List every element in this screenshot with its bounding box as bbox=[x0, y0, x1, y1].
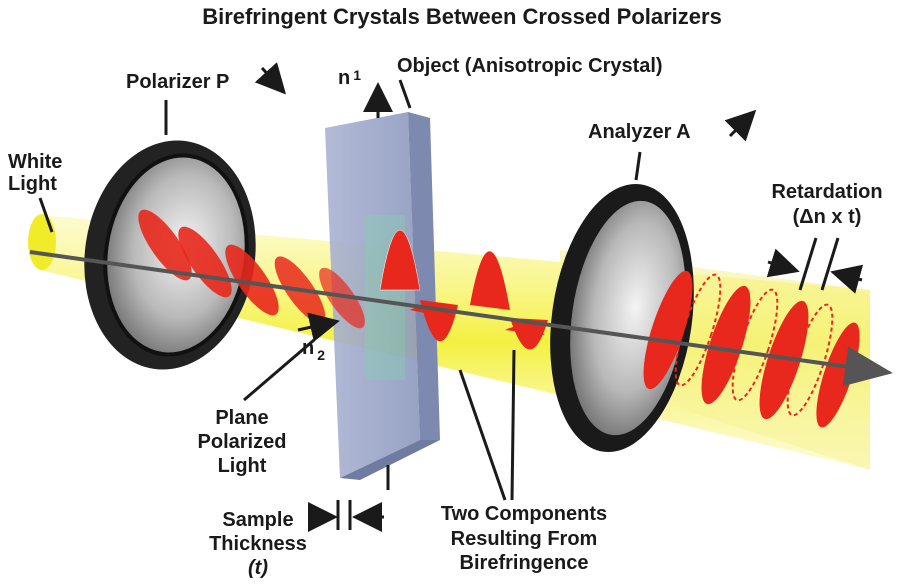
label-two-components-1: Two Components bbox=[441, 503, 607, 525]
page-title: Birefringent Crystals Between Crossed Po… bbox=[202, 4, 722, 29]
label-analyzer: Analyzer A bbox=[588, 121, 691, 143]
label-two-components-3: Birefringence bbox=[460, 552, 589, 574]
label-plane-1: Plane bbox=[215, 407, 268, 429]
label-two-components-2: Resulting From bbox=[451, 528, 598, 550]
label-object: Object (Anisotropic Crystal) bbox=[397, 55, 663, 77]
label-plane-2: Polarized bbox=[198, 431, 287, 453]
label-white-light-1: White bbox=[8, 151, 62, 173]
label-sample-2: Thickness bbox=[209, 533, 307, 555]
label-polarizer: Polarizer P bbox=[126, 71, 229, 93]
label-sample-3: (t) bbox=[248, 557, 268, 579]
label-retardation-2: (Δn x t) bbox=[793, 206, 862, 228]
label-retardation-1: Retardation bbox=[771, 181, 882, 203]
label-white-light-2: Light bbox=[8, 173, 57, 195]
label-plane-3: Light bbox=[218, 455, 267, 477]
label-sample-1: Sample bbox=[222, 509, 293, 531]
